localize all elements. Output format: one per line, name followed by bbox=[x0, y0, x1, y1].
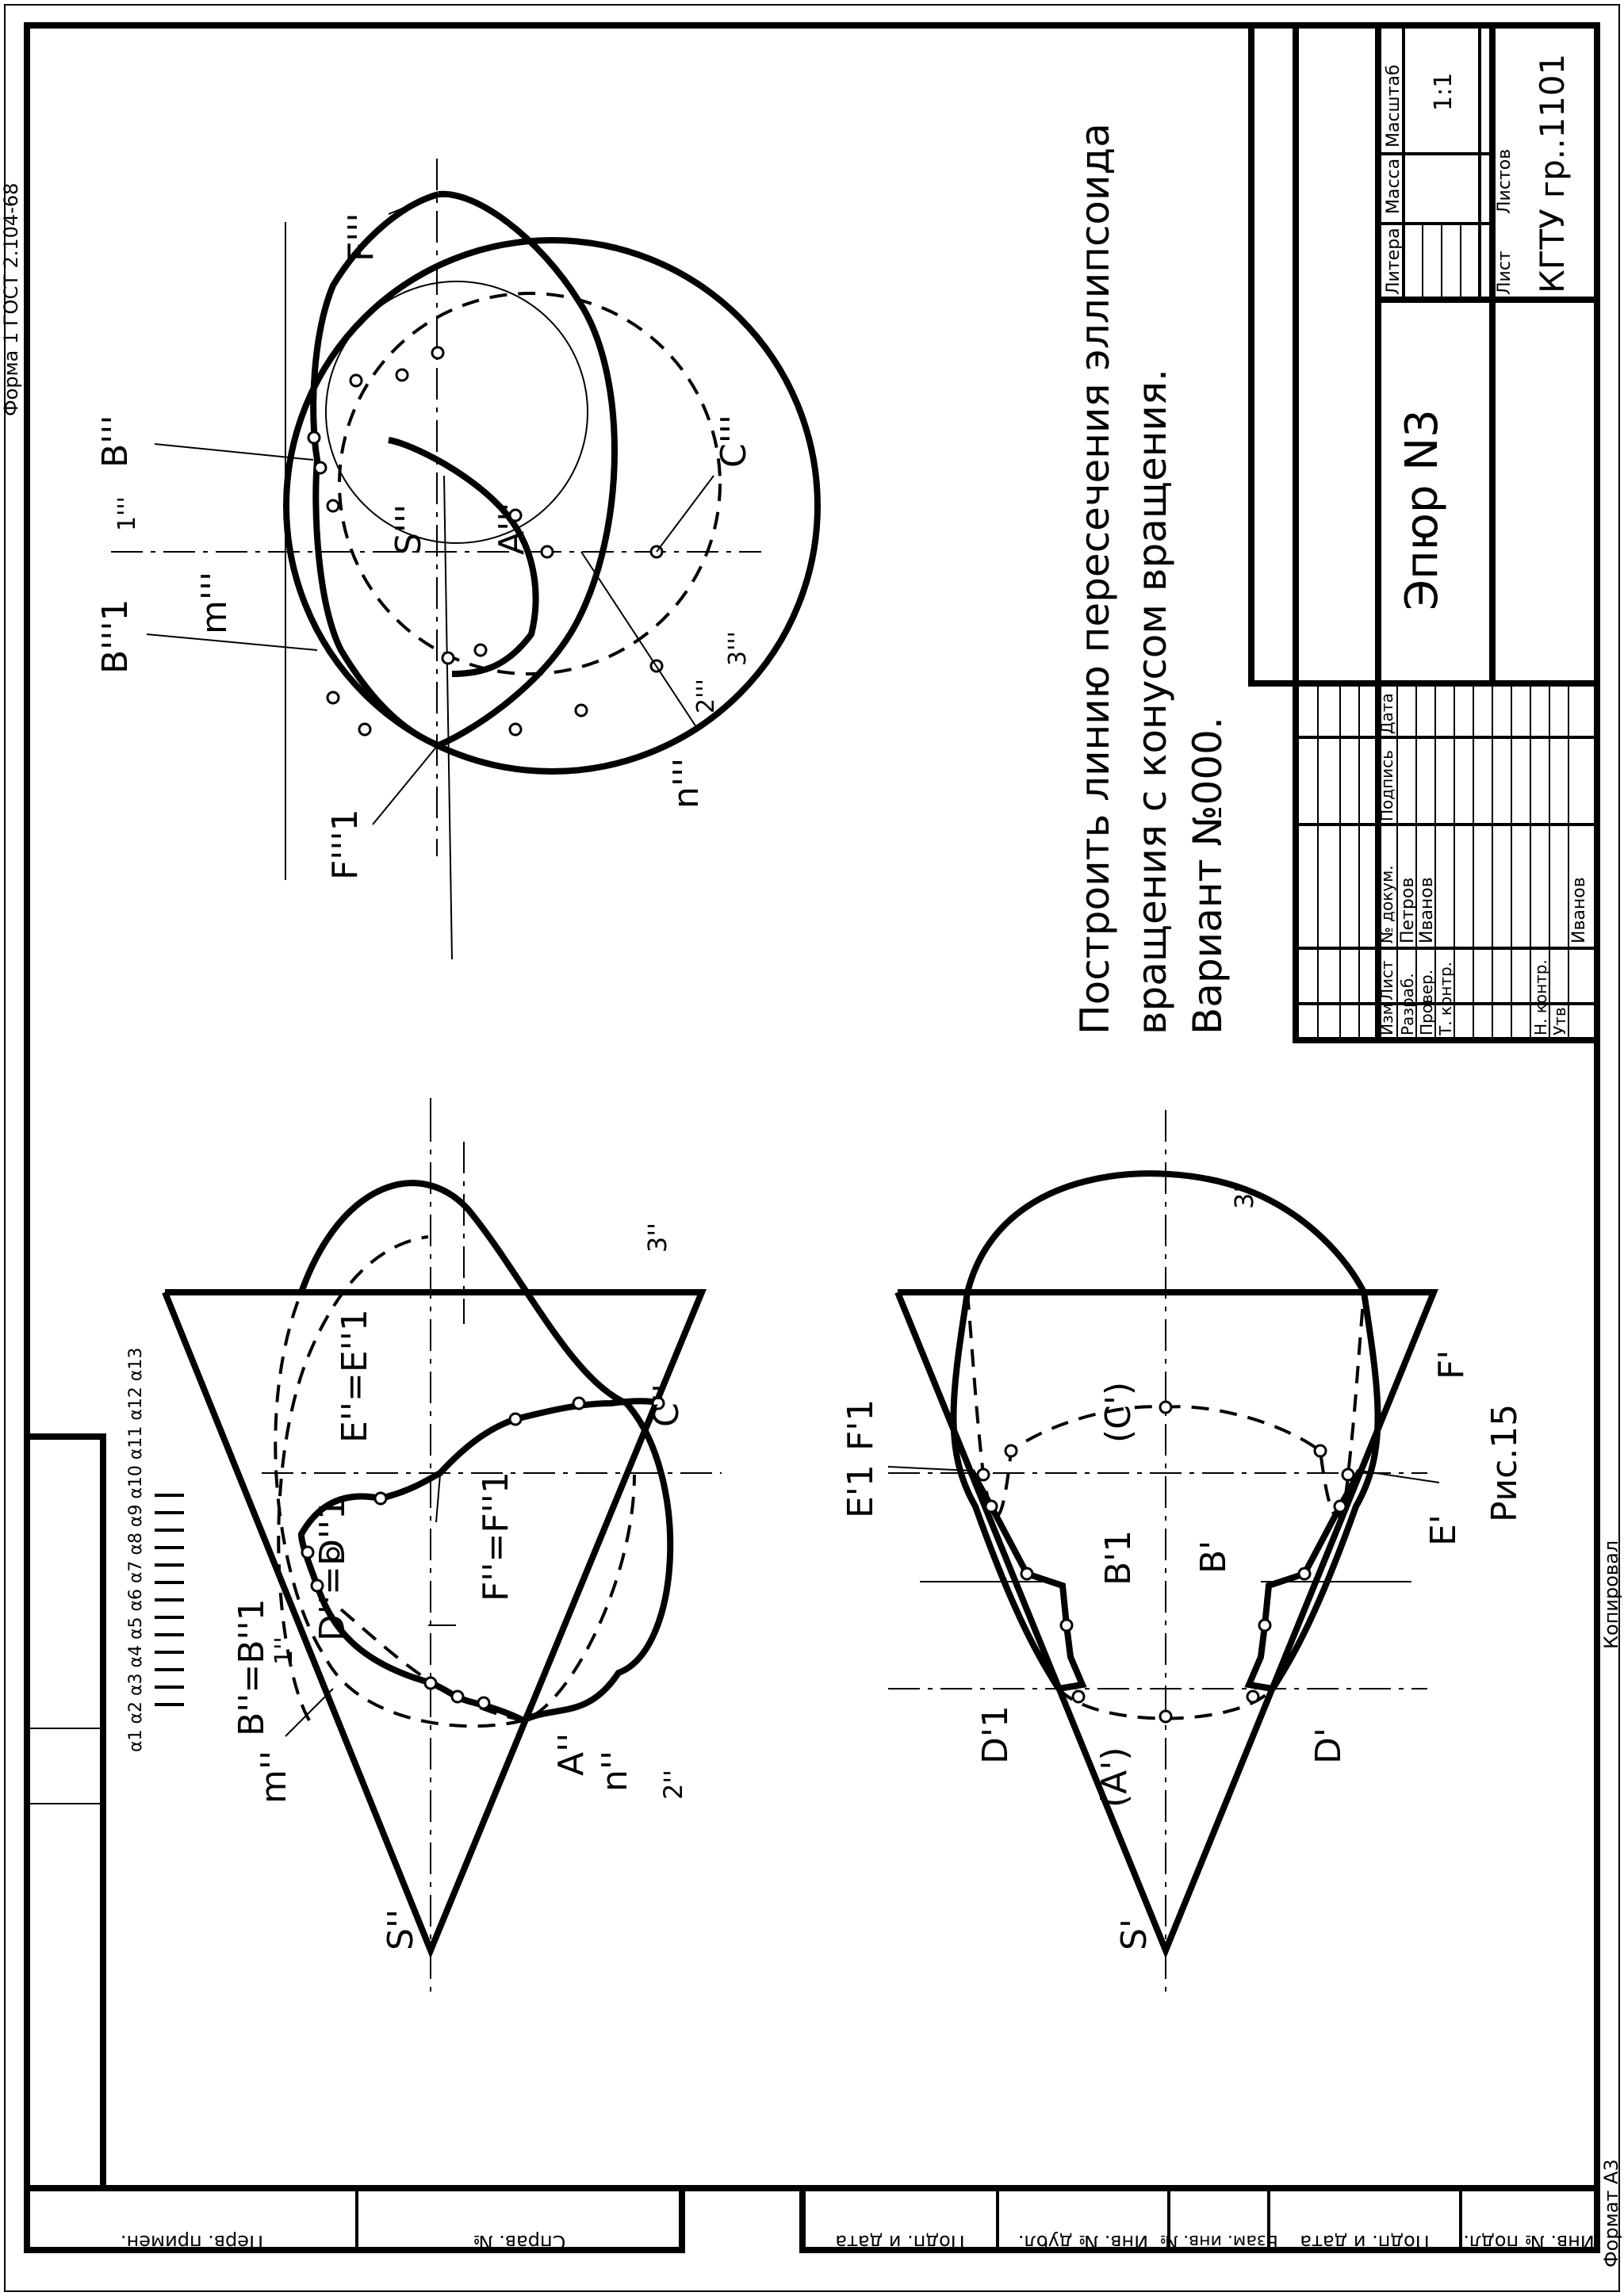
h-list: Лист bbox=[1377, 960, 1396, 1001]
h-doc: № докум. bbox=[1377, 865, 1396, 943]
r-tkontr: Т. контр. bbox=[1436, 962, 1455, 1036]
label-two3: 2''' bbox=[692, 679, 720, 714]
label-F3-1: F'''1 bbox=[325, 809, 366, 880]
margin-inv-dubl: Инв. № дубл. bbox=[1018, 2231, 1148, 2253]
margin-vzam-inv: Взам. инв. № bbox=[1159, 2231, 1277, 2251]
label-D1p: D'1 bbox=[975, 1705, 1016, 1764]
label-three2: 3'' bbox=[642, 1223, 672, 1253]
horizontal-projection bbox=[888, 1110, 1438, 1998]
h-podpis: Подпись bbox=[1377, 750, 1396, 821]
intersection-curve-profile-inner bbox=[388, 437, 539, 677]
label-C2: C'' bbox=[646, 1383, 687, 1427]
label-Cp: (C') bbox=[1098, 1382, 1139, 1443]
profile-labels: F''' F'''1 B''' B'''1 S''' A''' C''' m''… bbox=[95, 212, 754, 880]
label-F1p: F'1 bbox=[841, 1399, 881, 1451]
n-utv: Иванов bbox=[1569, 877, 1589, 943]
sheet-outer-border bbox=[4, 4, 1620, 2292]
margin-perv-primen: Перв. примен. bbox=[121, 2231, 263, 2253]
label-Bp: B' bbox=[1193, 1540, 1234, 1574]
label-C3: C''' bbox=[714, 415, 754, 468]
label-E1p: E'1 bbox=[841, 1464, 881, 1518]
label-S2: S'' bbox=[381, 1909, 421, 1950]
point-markers bbox=[301, 346, 1355, 1724]
label-Fp: F' bbox=[1431, 1350, 1472, 1380]
bottom-margin-table bbox=[24, 2185, 1600, 2253]
label-B3: B''' bbox=[95, 415, 136, 468]
margin-inv-podl: Инв. № подл. bbox=[1463, 2231, 1595, 2253]
task-line-1: Построить линию пересечения эллипсоида bbox=[1072, 123, 1118, 1035]
title-text: Эпюр N3 bbox=[1396, 409, 1448, 610]
r-nkontr: Н. контр. bbox=[1531, 959, 1550, 1035]
col-listov: Листов bbox=[1495, 149, 1515, 214]
label-B3-1: B'''1 bbox=[95, 599, 136, 674]
margin-podp-data-2: Подп. и дата bbox=[1300, 2231, 1430, 2253]
label-Ep: E' bbox=[1423, 1514, 1464, 1546]
label-three3: 3''' bbox=[724, 631, 752, 666]
label-E2E1: E''=E''1 bbox=[335, 1309, 375, 1443]
organization-text: КГТУ гр..1101 bbox=[1533, 54, 1572, 293]
ellipsoid-horizontal-outline bbox=[950, 1292, 1062, 1691]
task-line-3: Вариант №000. bbox=[1185, 717, 1231, 1035]
margin-sprav-no: Справ. № bbox=[473, 2231, 566, 2253]
form-gost-text: Форма 1 ГОСТ 2.104-68 bbox=[0, 183, 22, 416]
label-S1: S' bbox=[1114, 1919, 1155, 1950]
label-A3: A''' bbox=[492, 503, 532, 555]
label-m2: m'' bbox=[254, 1751, 294, 1804]
format-text: Формат А3 bbox=[1600, 2159, 1622, 2267]
h-data: Дата bbox=[1377, 693, 1396, 734]
label-S3: S''' bbox=[389, 504, 429, 555]
label-n2: n'' bbox=[595, 1751, 635, 1792]
label-Ap: (A') bbox=[1094, 1747, 1135, 1808]
frontal-projection bbox=[162, 1098, 722, 1998]
label-B2B1: B''=B''1 bbox=[232, 1598, 272, 1736]
label-B1p: B'1 bbox=[1098, 1530, 1139, 1586]
col-list: Лист bbox=[1495, 251, 1515, 295]
label-A2: A'' bbox=[551, 1733, 592, 1776]
h-izm: Изм bbox=[1377, 1003, 1396, 1035]
label-one2: 1'' bbox=[270, 1636, 298, 1665]
margin-podp-data-1: Подп. и дата bbox=[835, 2231, 965, 2253]
n-prover: Иванов bbox=[1417, 877, 1437, 943]
profile-projection bbox=[111, 159, 821, 960]
title-block bbox=[1248, 22, 1600, 1043]
intersection-curve-horizontal-bottom bbox=[1244, 1469, 1363, 1692]
task-line-2: вращения с конусом вращения. bbox=[1129, 369, 1175, 1035]
intersection-curve-profile-outer bbox=[437, 190, 618, 748]
frontal-labels: S'' B''=B''1 D''=D''1 E''=E''1 F''=F''1 … bbox=[126, 1223, 688, 1950]
col-litera: Литера bbox=[1384, 228, 1404, 295]
label-F3: F''' bbox=[341, 212, 381, 262]
leader-lines bbox=[146, 193, 1440, 1737]
label-m3: m''' bbox=[194, 572, 235, 634]
intersection-curve-horizontal-top bbox=[968, 1469, 1087, 1692]
ellipsoid-frontal-hidden bbox=[274, 1292, 524, 1728]
label-F2F1: F''=F''1 bbox=[476, 1471, 516, 1601]
left-side-stamp bbox=[24, 1433, 106, 2191]
r-utv: Утв. bbox=[1550, 1002, 1569, 1035]
label-n3: n''' bbox=[666, 758, 707, 809]
kopiroval-text: Копировал bbox=[1600, 1540, 1622, 1649]
figure-caption: Рис.15 bbox=[1484, 1404, 1525, 1522]
label-Dp: D' bbox=[1308, 1728, 1349, 1764]
horizontal-labels: S' E'1 F'1 E' F' D'1 D' B'1 B' (A') (C')… bbox=[841, 1186, 1472, 1950]
label-one3: 1''' bbox=[113, 496, 141, 531]
cone-frontal-outline bbox=[162, 1289, 707, 1959]
label-alphas: α1 α2 α3 α4 α5 α6 α7 α8 α9 α10 α11 α12 α… bbox=[126, 1348, 146, 1752]
r-prover: Провер. bbox=[1417, 970, 1436, 1035]
label-D2D1: D''=D''1 bbox=[312, 1498, 353, 1641]
r-razrab: Разраб. bbox=[1398, 973, 1417, 1035]
col-masshtab: Масштаб bbox=[1384, 64, 1404, 147]
col-massa: Масса bbox=[1384, 159, 1404, 214]
drawing-frame bbox=[24, 22, 1600, 2191]
alpha-tick-marks bbox=[155, 1494, 184, 1706]
scale-value: 1:1 bbox=[1430, 73, 1457, 111]
label-three1: 3' bbox=[1229, 1186, 1259, 1209]
ellipsoid-frontal-outline bbox=[298, 1180, 674, 1724]
n-razrab: Петров bbox=[1398, 878, 1418, 943]
label-two2: 2'' bbox=[658, 1770, 688, 1800]
